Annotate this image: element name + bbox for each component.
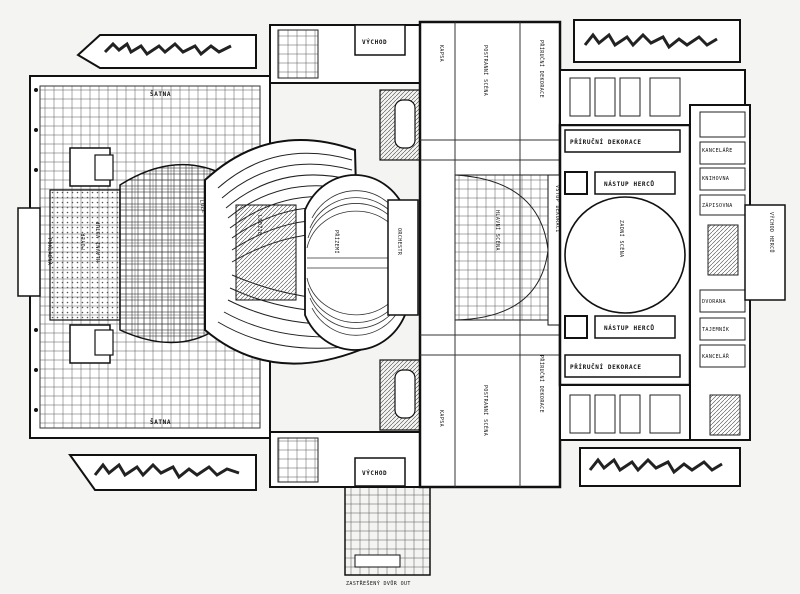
auditorium: PŘÍZEMÍ LODŽIE LÓŽE <box>119 139 406 365</box>
pokladna-label: POKLADNA <box>46 238 52 265</box>
prirucni-dekorace-bottom-label: PŘÍRUČNÍ DEKORACE <box>538 355 546 413</box>
vychod-hercu-label: VÝCHOD HERCŮ <box>768 212 775 253</box>
nastup-hercu-2-label: NÁSTUP HERCŮ <box>604 325 655 332</box>
dvorana-label: DVORANA <box>702 299 726 305</box>
knihovna-label: KNIHOVNA <box>702 176 729 182</box>
foyer-label: FOYER <box>81 232 87 250</box>
service-block-top: VÝCHOD <box>269 24 421 84</box>
zastresni-dvur-label: ZASTŘEŠENÝ DVŮR OUT <box>346 579 411 587</box>
postranni-scena-top-label: POSTRANNÍ SCÉNA <box>482 45 490 96</box>
stage-house: KAPSA KAPSA POSTRANNÍ SCÉNA POSTRANNÍ SC… <box>418 20 562 489</box>
loze-label: LÓŽE <box>198 199 208 214</box>
planter-bottom-left <box>68 454 257 491</box>
back-stage: PŘÍRUČNÍ DEKORACE NÁSTUP HERCŮ ZADNÍ SCÉ… <box>558 123 692 387</box>
main-entrance-porch <box>17 207 41 297</box>
orchestra-pit: ORCHESTR <box>387 199 419 316</box>
orchestr-label: ORCHESTR <box>396 228 402 256</box>
right-wing: KANCELÁŘE KNIHOVNA ZÁPISOVNA DVORANA TAJ… <box>559 69 786 441</box>
zadni-scena-label: ZADNÍ SCÉNA <box>618 220 626 258</box>
foyer-stairs <box>94 154 114 356</box>
satna-top-label: ŠATNA <box>150 91 171 98</box>
satna-bottom-label: ŠATNA <box>150 419 171 426</box>
vychod-top-label: VÝCHOD <box>362 39 387 46</box>
planter-top-right <box>573 19 741 63</box>
kapsa-top-label: KAPSA <box>438 45 444 62</box>
staircases <box>379 89 421 431</box>
planter-top-left <box>76 34 257 69</box>
zapisovna-label: ZÁPISOVNA <box>702 202 733 209</box>
hlavni-vstup-label: HLAVNÍ VSTUP <box>94 221 102 262</box>
hlavni-scena-label: HLAVNÍ SCÉNA <box>494 210 502 251</box>
nastup-hercu-1-label: NÁSTUP HERCŮ <box>604 181 655 188</box>
lodzie-label: LODŽIE <box>256 215 264 235</box>
foyer: FOYER HLAVNÍ VSTUP <box>49 147 121 364</box>
prirucni-dekorace-4-label: PŘÍRUČNÍ DEKORACE <box>570 363 642 371</box>
kancelare-label: KANCELÁŘE <box>702 146 733 154</box>
service-block-bottom: VÝCHOD ZASTŘEŠENÝ DVŮR OUT <box>269 431 431 587</box>
postranni-scena-bottom-label: POSTRANNÍ SCÉNA <box>482 385 490 436</box>
vstup-dekoraci-label: VSTUP DEKORACÍ <box>554 185 562 233</box>
vychod-bottom-label: VÝCHOD <box>362 470 387 477</box>
kancelar-label: KANCELÁŘ <box>702 352 730 360</box>
kapsa-bottom-label: KAPSA <box>438 410 444 427</box>
tajemnik-label: TAJEMNÍK <box>702 325 729 333</box>
prizemi-label: PŘÍZEMÍ <box>333 230 341 254</box>
prirucni-dekorace-3-label: PŘÍRUČNÍ DEKORACE <box>570 138 642 146</box>
prirucni-dekorace-top-label: PŘÍRUČNÍ DEKORACE <box>538 40 546 98</box>
planter-bottom-right <box>579 447 741 487</box>
